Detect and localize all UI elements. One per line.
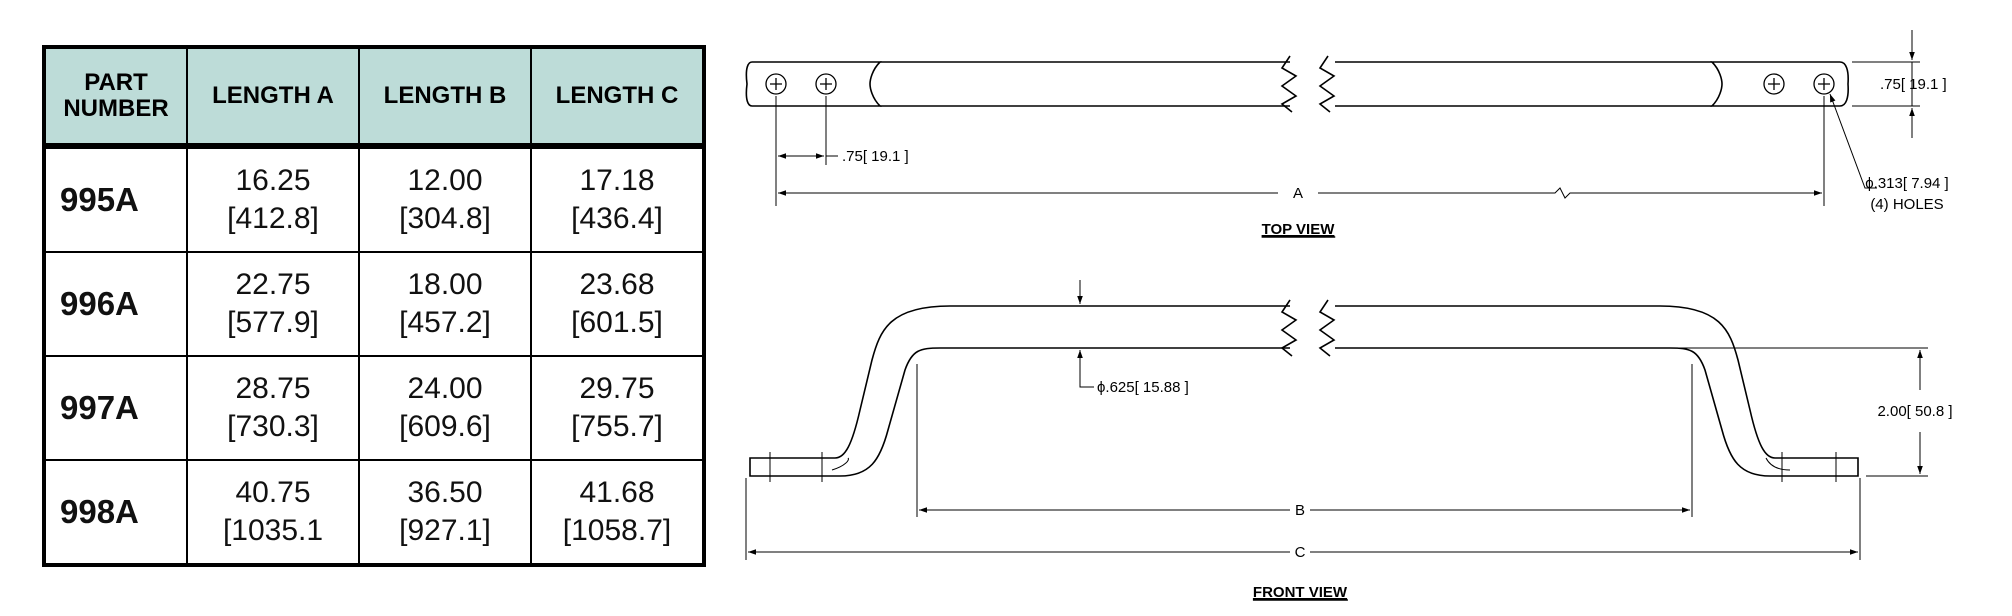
length-c-cell: 29.75 [755.7]	[530, 355, 705, 461]
length-b-label: B	[1295, 502, 1305, 519]
top-view-rod-right	[1335, 61, 1712, 107]
hole	[765, 73, 787, 95]
length-c-inch: 29.75	[579, 372, 655, 405]
front-view-break-left	[1280, 299, 1298, 357]
length-c-mm: [1058.7]	[562, 514, 672, 547]
length-b-inch: 12.00	[407, 164, 483, 197]
length-b-cell: 24.00 [609.6]	[358, 355, 532, 461]
length-b-mm: [304.8]	[399, 202, 491, 235]
front-view-title: FRONT VIEW	[1253, 584, 1348, 601]
length-a-label: A	[1293, 185, 1303, 202]
length-c-inch: 41.68	[579, 476, 655, 509]
hole-diameter-label: ϕ.313[ 7.94 ]	[1865, 175, 1948, 192]
front-view-left-leg-outer	[749, 305, 1290, 477]
header-length-a: LENGTH A	[186, 46, 360, 149]
front-view-extension-lines	[745, 347, 1928, 560]
top-view-break-left	[1280, 55, 1298, 113]
table-row: 998A 40.75 [1035.1 36.50 [927.1] 41.68 [105…	[43, 459, 705, 566]
length-a-inch: 40.75	[235, 476, 311, 509]
length-a-inch: 22.75	[235, 268, 311, 301]
length-c-cell: 17.18 [436.4]	[530, 145, 705, 253]
length-a-inch: 16.25	[235, 164, 311, 197]
front-view-break-right	[1318, 299, 1336, 357]
length-a-cell: 28.75 [730.3]	[186, 355, 360, 461]
hole	[1763, 73, 1785, 95]
part-number-cell: 998A	[43, 459, 188, 566]
length-a-cell: 16.25 [412.8]	[186, 145, 360, 253]
top-view-holes	[765, 73, 1835, 95]
part-number-cell: 996A	[43, 251, 188, 357]
length-a-mm: [730.3]	[227, 410, 319, 443]
length-c-mm: [601.5]	[571, 306, 663, 339]
length-c-cell: 23.68 [601.5]	[530, 251, 705, 357]
top-view-title: TOP VIEW	[1262, 221, 1336, 238]
height-label: 2.00[ 50.8 ]	[1877, 403, 1952, 420]
rod-diameter-label: ϕ.625[ 15.88 ]	[1097, 379, 1189, 396]
length-b-inch: 24.00	[407, 372, 483, 405]
length-a-mm: [1035.1	[222, 514, 324, 547]
part-dimension-table: PART NUMBER LENGTH A LENGTH B LENGTH C 9…	[42, 45, 706, 567]
front-view-left-plate	[749, 452, 823, 482]
top-view-break-right	[1318, 55, 1336, 113]
front-view	[745, 280, 1928, 560]
table-row: 996A 22.75 [577.9] 18.00 [457.2] 23.68 [601…	[43, 251, 705, 357]
length-a-mm: [412.8]	[227, 202, 319, 235]
hole-spacing-label: .75[ 19.1 ]	[842, 148, 909, 165]
length-b-mm: [609.6]	[399, 410, 491, 443]
length-c-mm: [755.7]	[571, 410, 663, 443]
header-length-c: LENGTH C	[530, 46, 705, 149]
top-view-rod-left	[880, 61, 1290, 107]
length-b-mm: [927.1]	[399, 514, 491, 547]
length-b-inch: 18.00	[407, 268, 483, 301]
part-number-cell: 995A	[43, 145, 188, 253]
top-view-extension-lines	[775, 61, 1920, 206]
top-view	[745, 30, 1920, 206]
length-a-cell: 40.75 [1035.1	[186, 459, 360, 566]
part-dimension-table-container: PART NUMBER LENGTH A LENGTH B LENGTH C 9…	[42, 45, 706, 567]
part-number-cell: 997A	[43, 355, 188, 461]
top-view-right-end	[1710, 61, 1849, 107]
hole-count-label: (4) HOLES	[1870, 196, 1943, 213]
length-c-mm: [436.4]	[571, 202, 663, 235]
length-a-cell: 22.75 [577.9]	[186, 251, 360, 357]
length-c-label: C	[1295, 544, 1306, 561]
length-b-cell: 12.00 [304.8]	[358, 145, 532, 253]
length-c-inch: 23.68	[579, 268, 655, 301]
length-b-cell: 18.00 [457.2]	[358, 251, 532, 357]
length-c-cell: 41.68 [1058.7]	[530, 459, 705, 566]
hole	[1813, 73, 1835, 95]
hole	[815, 73, 837, 95]
table-row: 997A 28.75 [730.3] 24.00 [609.6] 29.75 [755…	[43, 355, 705, 461]
header-length-b: LENGTH B	[358, 46, 532, 149]
length-b-inch: 36.50	[407, 476, 483, 509]
front-view-right-leg-outer	[1335, 305, 1859, 477]
length-b-mm: [457.2]	[399, 306, 491, 339]
header-part-number: PART NUMBER	[43, 46, 188, 149]
length-b-cell: 36.50 [927.1]	[358, 459, 532, 566]
length-a-mm: [577.9]	[227, 306, 319, 339]
width-label: .75[ 19.1 ]	[1880, 76, 1947, 93]
length-a-inch: 28.75	[235, 372, 311, 405]
hole-leader-line	[1829, 93, 1877, 189]
table-header-row: PART NUMBER LENGTH A LENGTH B LENGTH C	[43, 46, 705, 149]
length-c-inch: 17.18	[579, 164, 655, 197]
table-row: 995A 16.25 [412.8] 12.00 [304.8] 17.18 [436…	[43, 145, 705, 253]
front-view-right-plate	[1781, 452, 1859, 482]
